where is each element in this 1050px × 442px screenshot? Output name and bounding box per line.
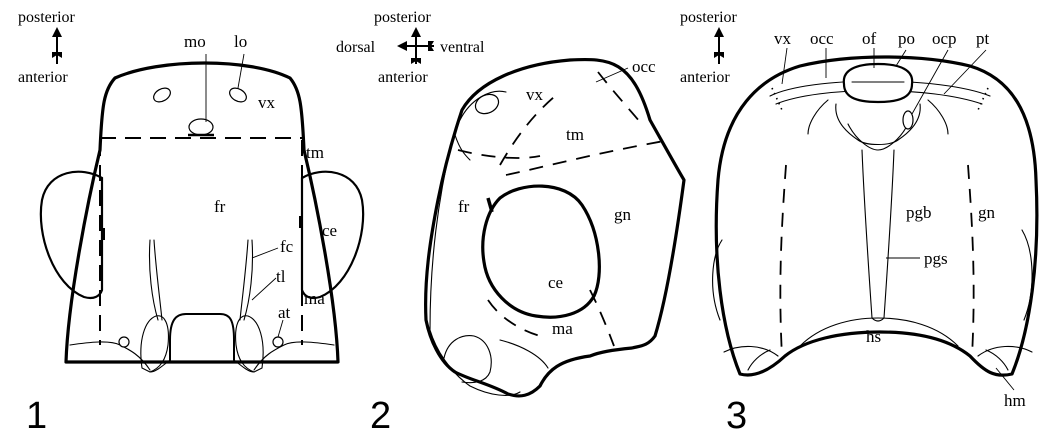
label-at: at xyxy=(278,303,291,322)
panel-3: posterior anterior xyxy=(680,9,1039,437)
ocellus-lateral xyxy=(474,93,500,115)
label-vx-2: vx xyxy=(526,85,544,104)
label-ce: ce xyxy=(322,221,337,240)
orient-posterior-2: posterior xyxy=(374,9,432,26)
label-pt: pt xyxy=(976,29,990,48)
label-pgb: pgb xyxy=(906,203,932,222)
label-vx: vx xyxy=(258,93,276,112)
label-ma: ma xyxy=(304,289,325,308)
mandible-socket-right xyxy=(235,315,264,373)
label-gn-3: gn xyxy=(978,203,996,222)
postgenal-suture-right xyxy=(883,149,895,319)
label-ma-2: ma xyxy=(552,319,573,338)
label-pgs: pgs xyxy=(924,249,948,268)
label-ce-2: ce xyxy=(548,273,563,292)
label-ocp: ocp xyxy=(932,29,957,48)
label-tl: tl xyxy=(276,267,286,286)
arrow-up-icon xyxy=(52,27,62,37)
orient-anterior: anterior xyxy=(18,69,68,86)
mandible-lateral xyxy=(443,335,492,384)
arrow-up-icon-3 xyxy=(714,27,724,37)
label-occ-3: occ xyxy=(810,29,834,48)
antennal-torulus-right xyxy=(272,336,284,348)
frontal-carina-right xyxy=(243,239,254,321)
label-tm: tm xyxy=(306,143,324,162)
label-po: po xyxy=(898,29,915,48)
compound-eye-lateral xyxy=(481,184,601,319)
head-outline-frontal xyxy=(64,61,340,364)
postgenal-suture-left xyxy=(861,149,873,319)
compound-eye-left xyxy=(39,170,104,300)
label-lo: lo xyxy=(234,32,247,51)
label-fc: fc xyxy=(280,237,294,256)
frontal-carina-left xyxy=(148,239,159,321)
arrow-up-icon-2 xyxy=(411,27,421,37)
panel-number-1: 1 xyxy=(26,395,47,437)
lateral-ocellus-left xyxy=(153,87,171,103)
orient-dorsal: dorsal xyxy=(336,39,376,56)
panel-1: posterior anterior xyxy=(18,9,365,437)
label-occ-2: occ xyxy=(632,57,656,76)
antennal-torulus-left xyxy=(118,336,130,348)
mandible-socket-left xyxy=(140,315,169,373)
label-fr-2: fr xyxy=(458,197,470,216)
label-tm-2: tm xyxy=(566,125,584,144)
lateral-ocellus-right xyxy=(229,87,247,103)
label-hs: hs xyxy=(866,327,881,346)
median-ocellus xyxy=(188,118,214,136)
orientation-indicator-3: posterior anterior xyxy=(680,9,738,86)
head-outline-posterior xyxy=(714,55,1039,377)
label-hm: hm xyxy=(1004,391,1026,410)
panel-2: posterior dorsal ventral anterior xyxy=(336,9,686,437)
orient-posterior-3: posterior xyxy=(680,9,738,26)
orient-anterior-3: anterior xyxy=(680,69,730,86)
label-fr: fr xyxy=(214,197,226,216)
orient-posterior: posterior xyxy=(18,9,76,26)
label-vx-3: vx xyxy=(774,29,792,48)
orient-ventral: ventral xyxy=(440,39,485,56)
orientation-indicator-2: posterior dorsal ventral anterior xyxy=(336,9,485,86)
head-outline-lateral xyxy=(424,57,686,398)
label-gn-2: gn xyxy=(614,205,632,224)
occipital-foramen xyxy=(842,62,914,104)
orientation-indicator-1: posterior anterior xyxy=(18,9,76,86)
postoccipital-process xyxy=(902,110,914,130)
label-of: of xyxy=(862,29,877,48)
panel-number-3: 3 xyxy=(726,395,747,437)
orient-anterior-2: anterior xyxy=(378,69,428,86)
tail-icon xyxy=(52,52,62,58)
hypostoma xyxy=(799,317,959,347)
label-mo: mo xyxy=(184,32,206,51)
arrow-left-icon xyxy=(397,41,407,51)
panel-number-2: 2 xyxy=(370,395,391,437)
